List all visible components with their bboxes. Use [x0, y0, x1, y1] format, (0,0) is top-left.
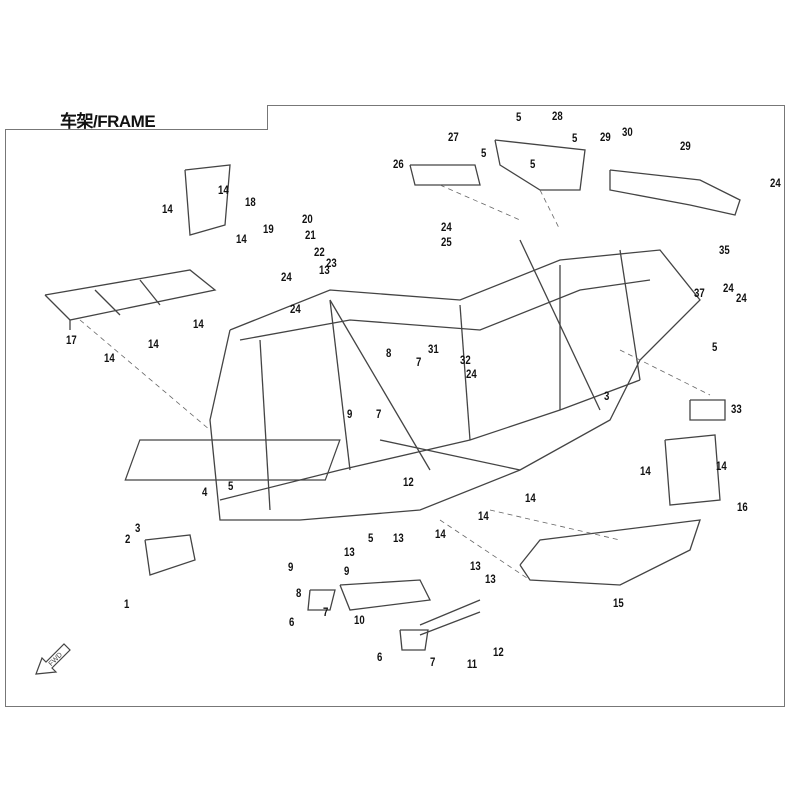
callout: 17 [66, 333, 77, 347]
callout: 27 [448, 130, 459, 144]
callout: 28 [552, 109, 563, 123]
callout: 24 [466, 367, 477, 381]
callout: 16 [737, 500, 748, 514]
callout: 9 [344, 564, 350, 578]
callout: 5 [228, 479, 234, 493]
callout: 14 [218, 183, 229, 197]
callout: 31 [428, 342, 439, 356]
callout: 23 [326, 256, 337, 270]
part-33 [689, 399, 726, 421]
callout: 14 [435, 527, 446, 541]
callout: 6 [377, 650, 383, 664]
callout: 13 [470, 559, 481, 573]
forward-arrow-icon: FWD [34, 640, 74, 681]
callout: 24 [770, 176, 781, 190]
callout: 30 [622, 125, 633, 139]
callout: 11 [467, 657, 478, 671]
callout: 14 [716, 459, 727, 473]
callout: 24 [736, 291, 747, 305]
callout: 1 [124, 597, 130, 611]
callout: 9 [288, 560, 294, 574]
front-bracket [184, 164, 231, 236]
callout: 14 [236, 232, 247, 246]
callout: 26 [393, 157, 404, 171]
callout: 5 [516, 110, 522, 124]
callout: 13 [485, 572, 496, 586]
callout: 3 [604, 389, 610, 403]
callout: 24 [290, 302, 301, 316]
callout: 12 [493, 645, 504, 659]
callout: 14 [525, 491, 536, 505]
callout: 8 [296, 586, 302, 600]
part-10 [339, 579, 431, 611]
front-rack [44, 269, 217, 321]
callout: 14 [193, 317, 204, 331]
callout: 7 [376, 407, 382, 421]
rear-bracket [664, 434, 721, 506]
callout: 14 [640, 464, 651, 478]
part-35 [609, 169, 741, 216]
callout: 7 [430, 655, 436, 669]
title-box: 车架/FRAME [5, 105, 268, 131]
callout: 37 [694, 286, 705, 300]
callout: 14 [162, 202, 173, 216]
part-7b [399, 629, 429, 651]
callout: 7 [323, 605, 329, 619]
callout: 32 [460, 353, 471, 367]
frame-upper-rail [239, 279, 651, 341]
part-2 [144, 534, 196, 576]
part-7a [307, 589, 336, 611]
callout: 24 [723, 281, 734, 295]
callout: 14 [148, 337, 159, 351]
callout: 3 [135, 521, 141, 535]
callout: 13 [393, 531, 404, 545]
callout: 14 [478, 509, 489, 523]
callout: 29 [600, 130, 611, 144]
callout: 9 [347, 407, 353, 421]
callout: 13 [319, 263, 330, 277]
diagram-border [5, 105, 785, 707]
callout: 15 [613, 596, 624, 610]
callout: 13 [344, 545, 355, 559]
callout: 7 [416, 355, 422, 369]
callout: 29 [680, 139, 691, 153]
callout: 8 [386, 346, 392, 360]
callout: 4 [202, 485, 208, 499]
callout: 14 [104, 351, 115, 365]
callout: 6 [289, 615, 295, 629]
callout: 18 [245, 195, 256, 209]
rear-rack [519, 519, 701, 586]
callout: 24 [281, 270, 292, 284]
callout: 2 [125, 532, 131, 546]
part-26 [409, 164, 481, 186]
callout: 21 [305, 228, 316, 242]
callout: 12 [403, 475, 414, 489]
callout: 20 [302, 212, 313, 226]
callout: 5 [712, 340, 718, 354]
frame-main-rail [209, 249, 701, 521]
callout: 5 [530, 157, 536, 171]
callout: 22 [314, 245, 325, 259]
callout: 5 [572, 131, 578, 145]
callout: 19 [263, 222, 274, 236]
callout: 5 [368, 531, 374, 545]
callout: 24 [441, 220, 452, 234]
part-28 [494, 139, 586, 191]
page-title: 车架/FRAME [60, 112, 156, 131]
callout: 10 [354, 613, 365, 627]
callout: 25 [441, 235, 452, 249]
callout: 33 [731, 402, 742, 416]
callout: 35 [719, 243, 730, 257]
callout: 5 [481, 146, 487, 160]
